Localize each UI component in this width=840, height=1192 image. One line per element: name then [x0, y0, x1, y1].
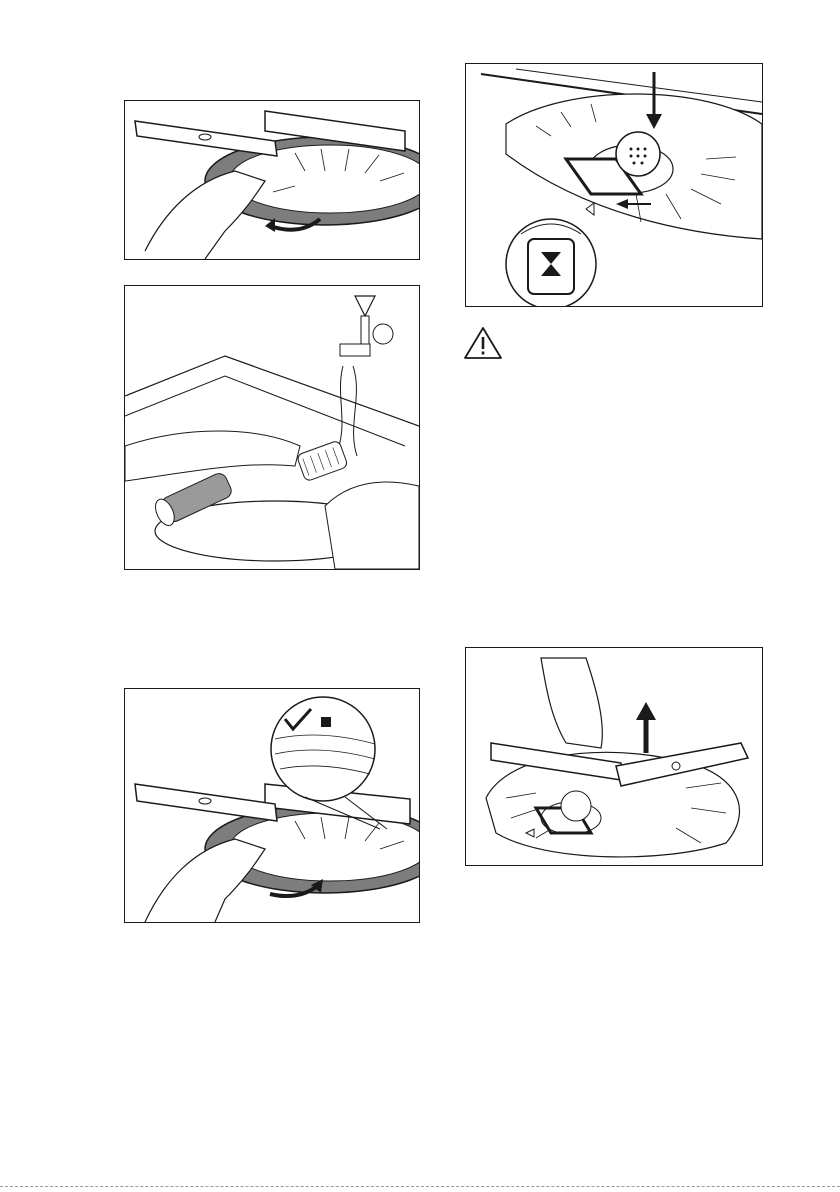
lock-filter-figure [465, 63, 763, 307]
lock-filter-illustration [466, 64, 762, 306]
reinstall-spray-arm-illustration [125, 689, 419, 922]
page-edge-rule [0, 1186, 840, 1187]
reinstall-spray-arm-figure [124, 688, 420, 923]
warning-triangle-icon [462, 325, 504, 361]
rinse-filters-figure [124, 285, 420, 570]
rinse-filters-illustration [125, 286, 419, 569]
remove-spray-arm-figure [124, 100, 420, 260]
remove-spray-arm-illustration [125, 101, 419, 259]
lift-spray-arm-illustration [466, 648, 762, 865]
lift-spray-arm-figure [465, 647, 763, 866]
